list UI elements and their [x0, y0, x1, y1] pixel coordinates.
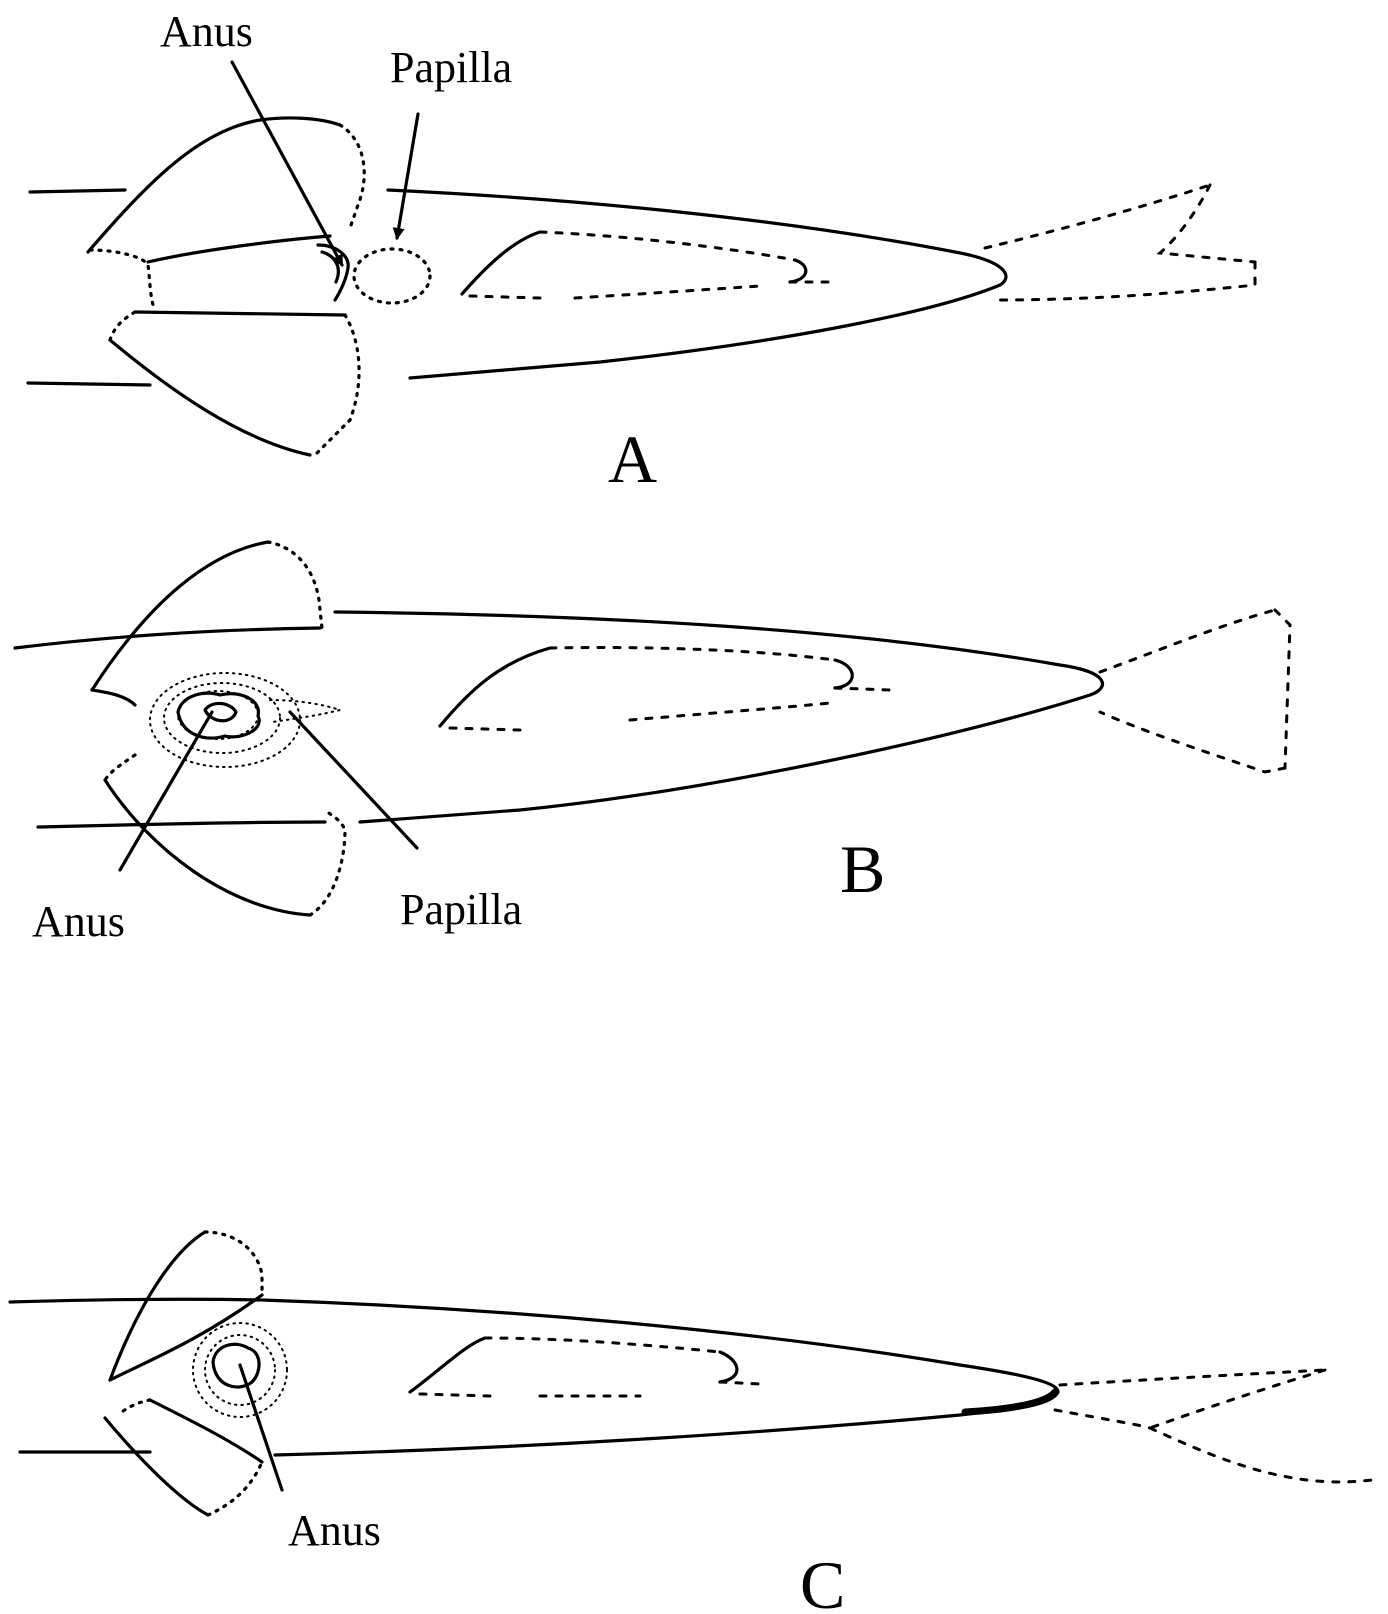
fish-body-c	[262, 1300, 1058, 1455]
papilla-shape	[354, 249, 430, 303]
anus-label-a: Anus	[160, 7, 253, 56]
caudal-fin-c	[1055, 1370, 1372, 1482]
anus-leader-c	[240, 1365, 282, 1490]
panel-label-c: C	[800, 1547, 845, 1614]
caudal-fin-a	[985, 185, 1255, 300]
pelvic-fins	[28, 118, 364, 455]
pelvic-fins	[10, 1232, 262, 1515]
panel-label-b: B	[840, 831, 885, 907]
panel-label-a: A	[608, 421, 657, 497]
papilla-label-b: Papilla	[400, 885, 522, 934]
anus-label-c: Anus	[288, 1506, 381, 1555]
papilla-leader-b	[290, 712, 417, 848]
panel-b: Anus Papilla B	[15, 542, 1290, 946]
papilla-label-a: Papilla	[390, 43, 512, 92]
anus-label-b: Anus	[32, 897, 125, 946]
pelvic-fins	[15, 542, 345, 915]
panel-c: Anus C	[10, 1232, 1372, 1614]
anus-leader-a	[232, 62, 342, 265]
fish-body-b	[335, 612, 1102, 822]
fish-body-a	[388, 190, 1006, 378]
panel-a: Anus Papilla A	[28, 7, 1255, 497]
anus-leader-b	[120, 712, 212, 870]
anus-papilla-region	[150, 673, 340, 767]
caudal-fin-b	[1100, 610, 1290, 772]
papilla-leader-a	[397, 114, 418, 238]
